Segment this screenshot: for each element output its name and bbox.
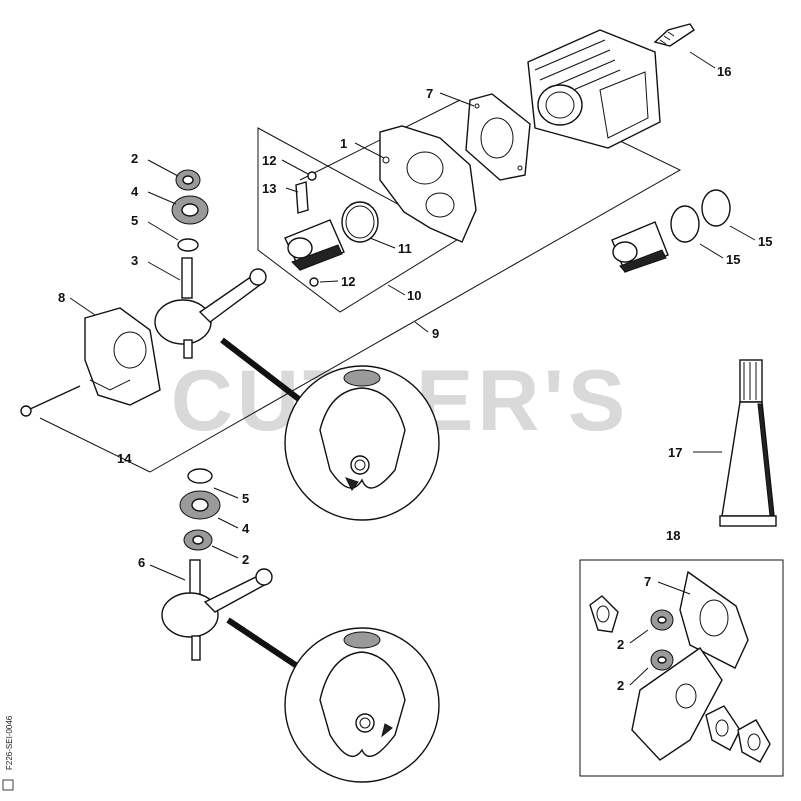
callout-9: 9 (432, 326, 439, 341)
callout-17: 17 (668, 445, 682, 460)
callout-3: 3 (131, 253, 138, 268)
callout-2: 2 (617, 678, 624, 693)
callout-12: 12 (262, 153, 276, 168)
cylinder-gasket-part (465, 93, 531, 181)
callout-2: 2 (131, 151, 138, 166)
callout-2: 2 (617, 637, 624, 652)
drawing-code: F226-SEI-0046 (5, 715, 14, 770)
callout-18: 18 (666, 528, 680, 543)
upper-crankshaft-part (154, 257, 267, 359)
corner-marker (2, 779, 14, 791)
callout-16: 16 (717, 64, 731, 79)
callout-12: 12 (341, 274, 355, 289)
gasket-set-parts (589, 570, 771, 763)
callout-11: 11 (398, 241, 412, 256)
circlip-lower (309, 277, 319, 287)
callout-7: 7 (644, 574, 651, 589)
detail-magnifier-lower (226, 617, 440, 783)
callout-15: 15 (758, 234, 772, 249)
piston-15-part (611, 189, 731, 273)
crankcase-8-part (84, 307, 161, 406)
callout-5: 5 (242, 491, 249, 506)
circlip-upper (307, 171, 317, 181)
callout-10: 10 (407, 288, 421, 303)
piston-pin-13 (295, 181, 309, 214)
callout-15: 15 (726, 252, 740, 267)
spark-plug-part (653, 23, 695, 47)
callout-5: 5 (131, 213, 138, 228)
callout-14: 14 (117, 451, 132, 466)
bolt-part (20, 385, 81, 417)
cylinder-part (527, 29, 661, 149)
upper-bearing-stack (171, 169, 209, 252)
callout-numbers: 2 4 5 3 8 1 7 12 13 11 12 10 9 14 16 15 … (58, 64, 772, 693)
piston-ring-11 (341, 201, 379, 243)
gasket-set-box (579, 559, 784, 777)
detail-magnifier-upper (220, 337, 440, 521)
lower-crankshaft-part (161, 559, 273, 661)
lower-bearing-stack (179, 468, 221, 551)
piston-part (284, 219, 345, 271)
callout-4: 4 (242, 521, 250, 536)
callout-1: 1 (340, 136, 347, 151)
callout-8: 8 (58, 290, 65, 305)
crankcase-part (379, 125, 477, 243)
callout-2: 2 (242, 552, 249, 567)
grease-tube-part (719, 359, 777, 527)
callout-leaders (69, 51, 756, 686)
callout-4: 4 (131, 184, 139, 199)
callout-7: 7 (426, 86, 433, 101)
callout-13: 13 (262, 181, 276, 196)
callout-6: 6 (138, 555, 145, 570)
